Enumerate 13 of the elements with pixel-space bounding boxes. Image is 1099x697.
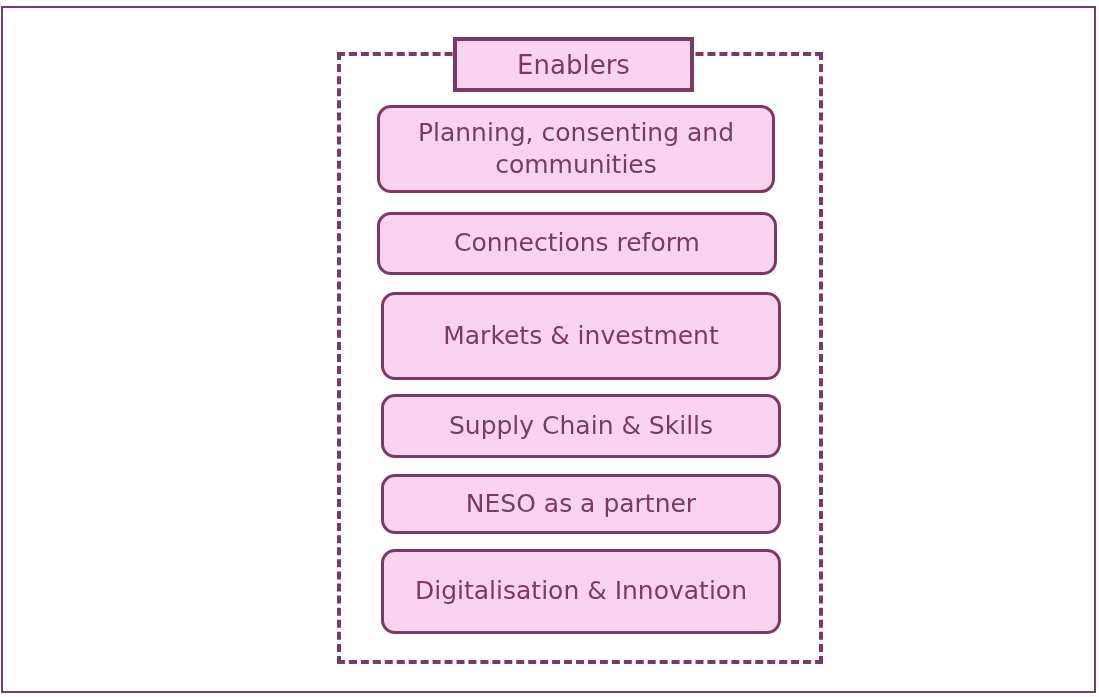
enabler-box bbox=[381, 292, 781, 380]
enabler-box bbox=[381, 474, 781, 534]
enabler-label: Markets & investment bbox=[443, 319, 719, 352]
enabler-label: Digitalisation & Innovation bbox=[415, 575, 747, 608]
enabler-label: NESO as a partner bbox=[465, 487, 697, 520]
enabler-box bbox=[377, 212, 777, 275]
group-heading: Enablers bbox=[453, 37, 694, 92]
enabler-label: Connections reform bbox=[454, 227, 700, 260]
enabler-box bbox=[381, 549, 781, 634]
enabler-label: Supply Chain & Skills bbox=[448, 409, 714, 442]
enabler-box bbox=[377, 105, 775, 193]
enabler-label: Planning, consenting and communities bbox=[416, 116, 736, 181]
enabler-box bbox=[381, 394, 781, 458]
